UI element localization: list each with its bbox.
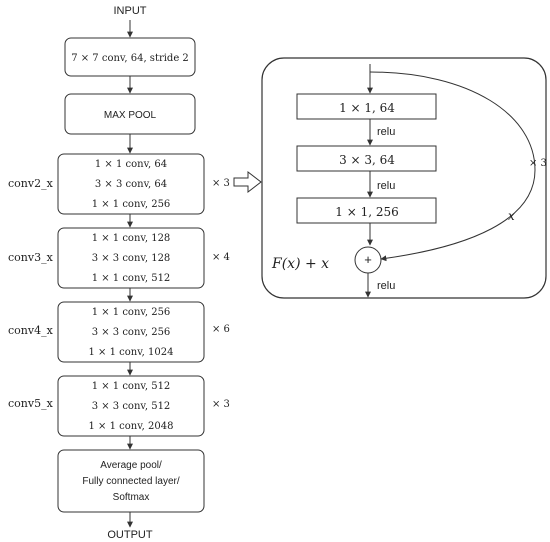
conv1-block: 7 × 7 conv, 64, stride 2 xyxy=(64,37,196,77)
conv1-label: 7 × 7 conv, 64, stride 2 xyxy=(71,53,189,64)
stage-name: conv4_x xyxy=(8,324,54,337)
stage-line: 3 × 3 conv, 128 xyxy=(92,253,171,264)
stage-repeat: × 3 xyxy=(212,399,230,410)
shortcut-label: x xyxy=(508,209,515,223)
stage-line: 1 × 1 conv, 128 xyxy=(92,233,171,244)
stage-repeat: × 4 xyxy=(212,252,230,263)
block-repeat: × 3 xyxy=(529,158,547,169)
stage-line: 3 × 3 conv, 256 xyxy=(92,327,171,338)
conv5-stage: 1 × 1 conv, 512 3 × 3 conv, 512 1 × 1 co… xyxy=(8,375,230,437)
layer-label: 1 × 1, 64 xyxy=(339,101,395,115)
stage-line: 1 × 1 conv, 512 xyxy=(92,273,171,284)
stage-repeat: × 3 xyxy=(212,178,230,189)
stage-line: 1 × 1 conv, 256 xyxy=(92,199,171,210)
final-line: Fully connected layer/ xyxy=(82,476,179,487)
maxpool-block: MAX POOL xyxy=(64,93,196,135)
stage-name: conv5_x xyxy=(8,397,54,410)
expand-arrow-icon xyxy=(233,170,262,194)
stage-repeat: × 6 xyxy=(212,324,230,335)
layer-box xyxy=(296,197,437,224)
relu-label: relu xyxy=(377,180,395,192)
bottleneck-block-detail: 1 × 1, 64 relu 3 × 3, 64 relu 1 × 1, 256… xyxy=(261,57,547,299)
stage-name: conv3_x xyxy=(8,251,54,264)
stage-line: 1 × 1 conv, 1024 xyxy=(89,347,174,358)
residual-formula: F(x) + x xyxy=(271,256,329,272)
conv4-stage: 1 × 1 conv, 256 3 × 3 conv, 256 1 × 1 co… xyxy=(8,301,230,363)
stage-line: 1 × 1 conv, 2048 xyxy=(89,421,174,432)
conv2-stage: 1 × 1 conv, 64 3 × 3 conv, 64 1 × 1 conv… xyxy=(8,153,230,215)
relu-label: relu xyxy=(377,280,395,292)
layer-label: 3 × 3, 64 xyxy=(339,153,395,167)
input-label: INPUT xyxy=(114,5,147,17)
final-line: Softmax xyxy=(113,492,150,503)
final-block: Average pool/ Fully connected layer/ Sof… xyxy=(57,449,205,513)
maxpool-label: MAX POOL xyxy=(104,110,157,121)
plus-icon: + xyxy=(364,252,372,267)
stage-line: 1 × 1 conv, 512 xyxy=(92,381,171,392)
stage-line: 3 × 3 conv, 64 xyxy=(95,179,167,190)
final-line: Average pool/ xyxy=(100,460,162,471)
relu-label: relu xyxy=(377,126,395,138)
stage-line: 1 × 1 conv, 64 xyxy=(95,159,167,170)
conv3-stage: 1 × 1 conv, 128 3 × 3 conv, 128 1 × 1 co… xyxy=(8,227,230,289)
output-label: OUTPUT xyxy=(107,529,153,541)
layer-box xyxy=(296,145,437,172)
skip-connection xyxy=(369,71,536,262)
stage-line: 1 × 1 conv, 256 xyxy=(92,307,171,318)
stage-name: conv2_x xyxy=(8,177,54,190)
layer-label: 1 × 1, 256 xyxy=(335,205,399,219)
stage-line: 3 × 3 conv, 512 xyxy=(92,401,171,412)
layer-box xyxy=(296,93,437,120)
